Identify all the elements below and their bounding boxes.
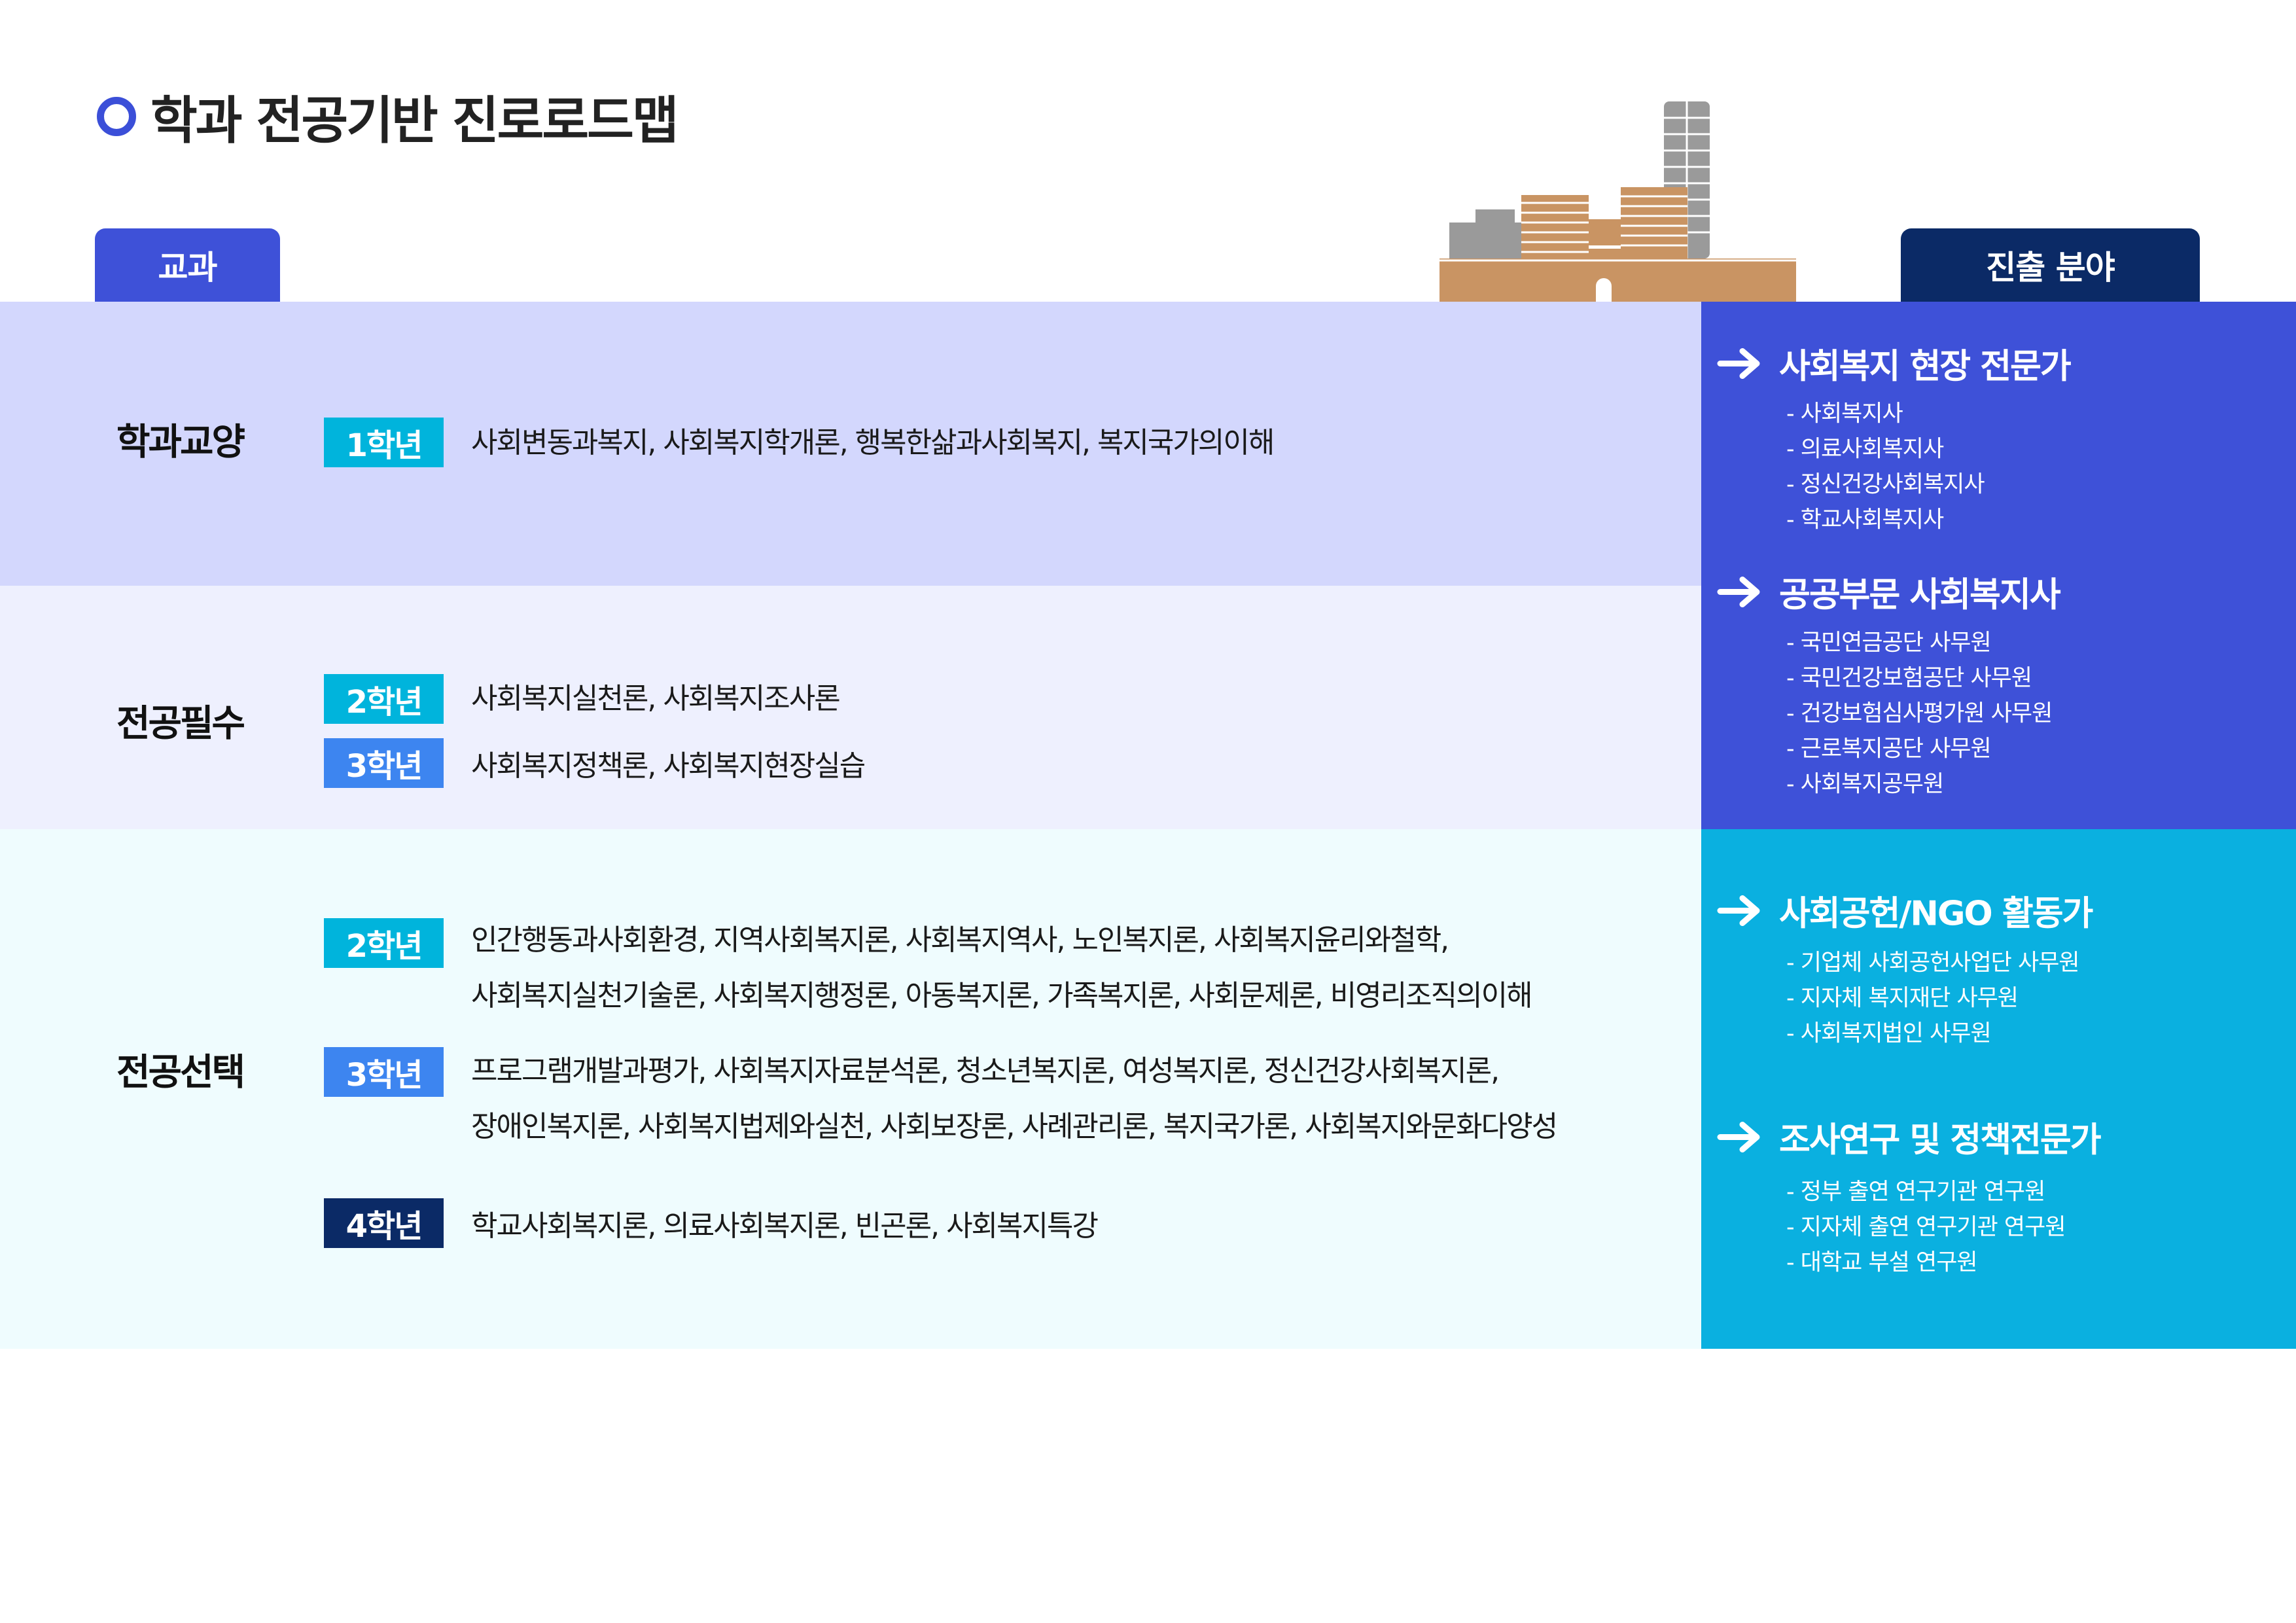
career-item: - 사회복지사: [1786, 401, 1903, 427]
course-list: 프로그램개발과평가, 사회복지자료분석론, 청소년복지론, 여성복지론, 정신건…: [471, 1054, 1500, 1088]
arrow-right-icon: [1717, 895, 1760, 926]
section-major-elective: [0, 829, 1701, 1349]
career-item: - 국민건강보험공단 사무원: [1786, 665, 2032, 692]
grade-badge: 2학년: [324, 674, 444, 724]
course-list: 사회변동과복지, 사회복지학개론, 행복한삶과사회복지, 복지국가의이해: [471, 426, 1275, 459]
page-title: 학과 전공기반 진로로드맵: [150, 92, 679, 151]
section-label: 학과교양: [116, 421, 245, 464]
career-item: - 대학교 부설 연구원: [1786, 1249, 1978, 1276]
arrow-right-icon: [1717, 1121, 1760, 1152]
course-list: 사회복지정책론, 사회복지현장실습: [471, 749, 866, 783]
career-heading-text: 사회복지 현장 전문가: [1779, 347, 2072, 387]
grade-badge: 3학년: [324, 738, 444, 788]
career-item: - 사회복지공무원: [1786, 771, 1944, 798]
career-item: - 지자체 출연 연구기관 연구원: [1786, 1214, 2066, 1241]
course-list: 학교사회복지론, 의료사회복지론, 빈곤론, 사회복지특강: [471, 1209, 1099, 1243]
arrow-right-icon: [1717, 576, 1760, 607]
career-heading-text: 사회공헌/NGO 활동가: [1779, 894, 2093, 934]
title-bullet-icon: [97, 97, 136, 136]
grade-badge: 1학년: [324, 418, 444, 467]
grade-badge: 3학년: [324, 1047, 444, 1097]
career-item: - 기업체 사회공헌사업단 사무원: [1786, 950, 2080, 976]
career-item: - 의료사회복지사: [1786, 436, 1944, 463]
career-heading: 공공부문 사회복지사: [1716, 567, 2061, 616]
career-item: - 정부 출연 연구기관 연구원: [1786, 1179, 2045, 1205]
career-item: - 근로복지공단 사무원: [1786, 736, 1992, 762]
career-item: - 사회복지법인 사무원: [1786, 1020, 1992, 1047]
arrow-right-icon: [1717, 348, 1760, 379]
career-heading: 사회공헌/NGO 활동가: [1716, 886, 2093, 935]
course-list: 사회복지실천기술론, 사회복지행정론, 아동복지론, 가족복지론, 사회문제론,…: [471, 979, 1533, 1012]
career-heading-text: 조사연구 및 정책전문가: [1779, 1120, 2102, 1160]
careers-panel-blue: [1701, 302, 2296, 829]
career-item: - 건강보험심사평가원 사무원: [1786, 700, 2053, 727]
section-label: 전공필수: [116, 702, 245, 745]
grade-badge: 4학년: [324, 1198, 444, 1248]
course-list: 장애인복지론, 사회복지법제와실천, 사회보장론, 사례관리론, 복지국가론, …: [471, 1110, 1558, 1143]
tab-careers: 진출 분야: [1901, 228, 2200, 302]
career-heading: 사회복지 현장 전문가: [1716, 339, 2072, 388]
course-list: 인간행동과사회환경, 지역사회복지론, 사회복지역사, 노인복지론, 사회복지윤…: [471, 923, 1449, 957]
section-label: 전공선택: [116, 1051, 245, 1094]
career-heading-text: 공공부문 사회복지사: [1779, 575, 2061, 615]
tab-courses: 교과: [95, 228, 280, 302]
course-list: 사회복지실천론, 사회복지조사론: [471, 682, 841, 715]
career-heading: 조사연구 및 정책전문가: [1716, 1113, 2102, 1162]
section-general-education: [0, 302, 1701, 586]
careers-panel-cyan: [1701, 829, 2296, 1349]
career-item: - 지자체 복지재단 사무원: [1786, 985, 2019, 1012]
grade-badge: 2학년: [324, 918, 444, 968]
career-item: - 학교사회복지사: [1786, 507, 1944, 533]
career-item: - 정신건강사회복지사: [1786, 471, 1985, 498]
career-item: - 국민연금공단 사무원: [1786, 630, 1992, 656]
section-major-required: [0, 586, 1701, 829]
campus-buildings-illustration: [1439, 101, 1796, 302]
